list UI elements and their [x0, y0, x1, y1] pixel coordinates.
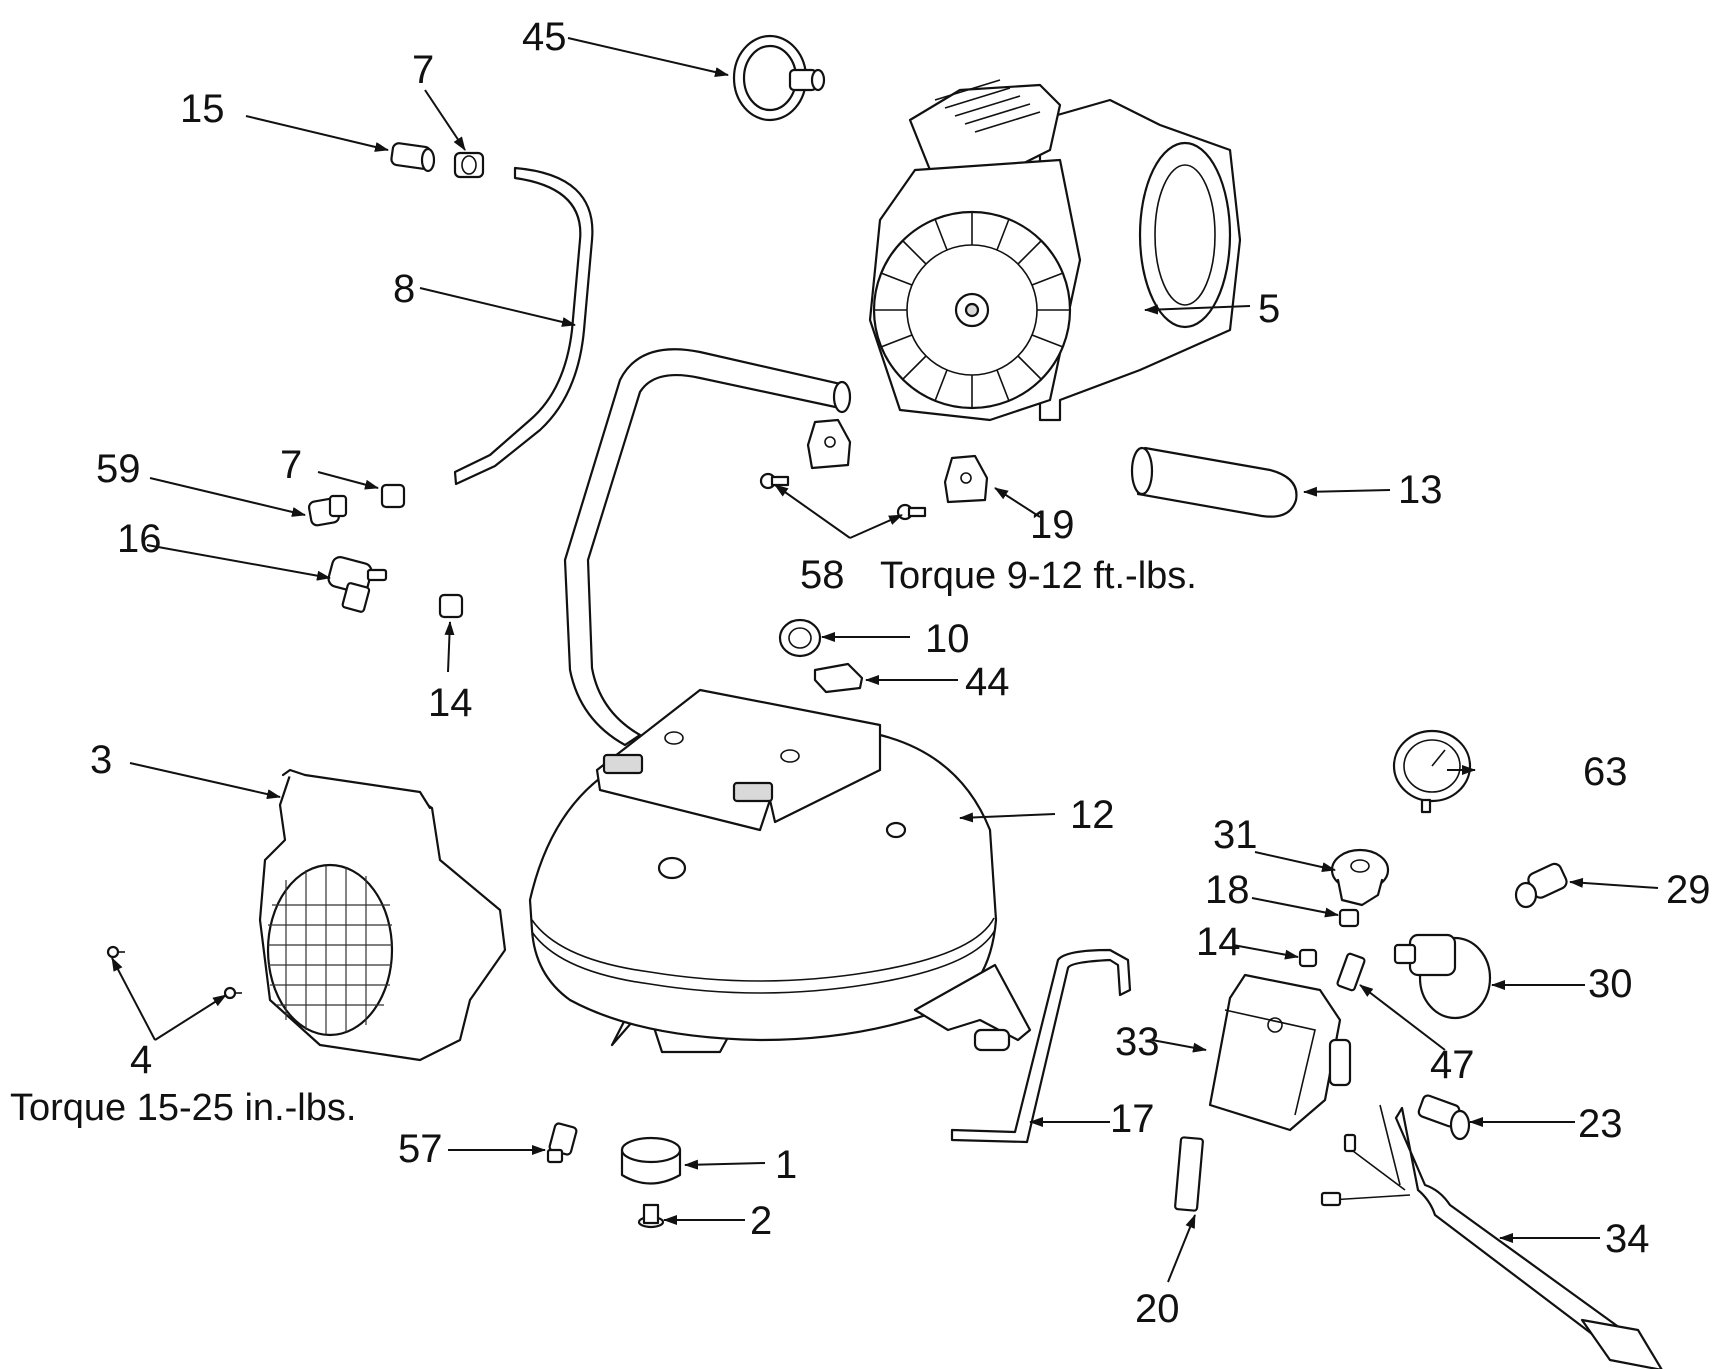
- label-3: 3: [90, 738, 112, 782]
- torque-note-4: Torque 15-25 in.-lbs.: [10, 1087, 356, 1129]
- label-58: 58: [800, 553, 845, 597]
- elbow-59-part: [307, 494, 348, 527]
- label-33: 33: [1115, 1020, 1160, 1064]
- part-number-labels: 45 7 15 8 5 59 7 16 14 13 19 58 Torque 9…: [10, 15, 1711, 1331]
- label-7-top: 7: [412, 48, 434, 92]
- label-57: 57: [398, 1127, 443, 1171]
- nipple-20-part: [1174, 1136, 1204, 1212]
- leader-lines: [111, 37, 1659, 1283]
- bolt-2-part: [637, 1203, 665, 1229]
- label-44: 44: [965, 660, 1010, 704]
- label-1: 1: [775, 1143, 797, 1187]
- motor-pump-assembly: [868, 79, 1242, 422]
- label-15: 15: [180, 87, 225, 131]
- label-2: 2: [750, 1199, 772, 1243]
- regulator-30-part: [1393, 933, 1492, 1020]
- tank-part: [528, 688, 1032, 1054]
- outlet-tube-part: [453, 166, 594, 486]
- label-13: 13: [1398, 468, 1443, 512]
- fitting-29-part: [1514, 862, 1568, 909]
- nut-7-top-part: [453, 151, 485, 179]
- shroud-part: [258, 768, 507, 1062]
- drain-valve-part: [546, 1122, 578, 1164]
- label-14-left: 14: [428, 681, 473, 725]
- label-10: 10: [925, 617, 970, 661]
- label-7-left: 7: [280, 443, 302, 487]
- label-45: 45: [522, 15, 567, 59]
- label-18: 18: [1205, 868, 1250, 912]
- check-valve-16-part: [327, 556, 388, 613]
- label-16: 16: [117, 517, 162, 561]
- nut-14-left-part: [438, 593, 464, 619]
- label-12: 12: [1070, 793, 1115, 837]
- label-19: 19: [1030, 503, 1075, 547]
- label-23: 23: [1578, 1102, 1623, 1146]
- bolt-58-right: [896, 503, 927, 521]
- nipple-47-part: [1336, 952, 1366, 992]
- fitting-18-part: [1338, 908, 1360, 928]
- nut-14-right-part: [1298, 948, 1318, 968]
- label-31: 31: [1213, 813, 1258, 857]
- capacitor-part: [1130, 446, 1298, 518]
- label-63: 63: [1583, 750, 1628, 794]
- pressure-switch-part: [1208, 973, 1352, 1132]
- label-34: 34: [1605, 1217, 1650, 1261]
- bolt-58-left: [759, 472, 790, 490]
- collar-10-part: [778, 618, 822, 658]
- nut-7-left-part: [380, 483, 406, 509]
- label-14-right: 14: [1196, 920, 1241, 964]
- regulator-knob-part: [1330, 848, 1390, 907]
- screw-4-upper: [106, 945, 125, 959]
- cooling-fan-blades: [872, 210, 1072, 410]
- label-17: 17: [1110, 1097, 1155, 1141]
- gauge-63-part: [1392, 729, 1472, 814]
- tube-17-part: [950, 948, 1132, 1144]
- rubber-foot-part: [620, 1136, 682, 1185]
- handle-part: [563, 348, 852, 747]
- label-5: 5: [1258, 287, 1280, 331]
- screw-4-lower: [223, 986, 242, 1000]
- label-8: 8: [393, 267, 415, 311]
- label-20: 20: [1135, 1287, 1180, 1331]
- fitting-15-part: [390, 142, 436, 173]
- bracket-19-left: [806, 418, 852, 470]
- label-4: 4: [130, 1038, 152, 1082]
- label-30: 30: [1588, 962, 1633, 1006]
- torque-note-58: Torque 9-12 ft.-lbs.: [880, 555, 1197, 597]
- air-filter-part: [732, 34, 826, 122]
- bracket-19-right: [943, 454, 989, 504]
- label-59: 59: [96, 447, 141, 491]
- strain-relief-part: [1417, 1094, 1471, 1141]
- label-47: 47: [1430, 1043, 1475, 1087]
- label-29: 29: [1666, 868, 1711, 912]
- power-cord-part: [1320, 1104, 1663, 1369]
- pad-44-part: [813, 662, 864, 694]
